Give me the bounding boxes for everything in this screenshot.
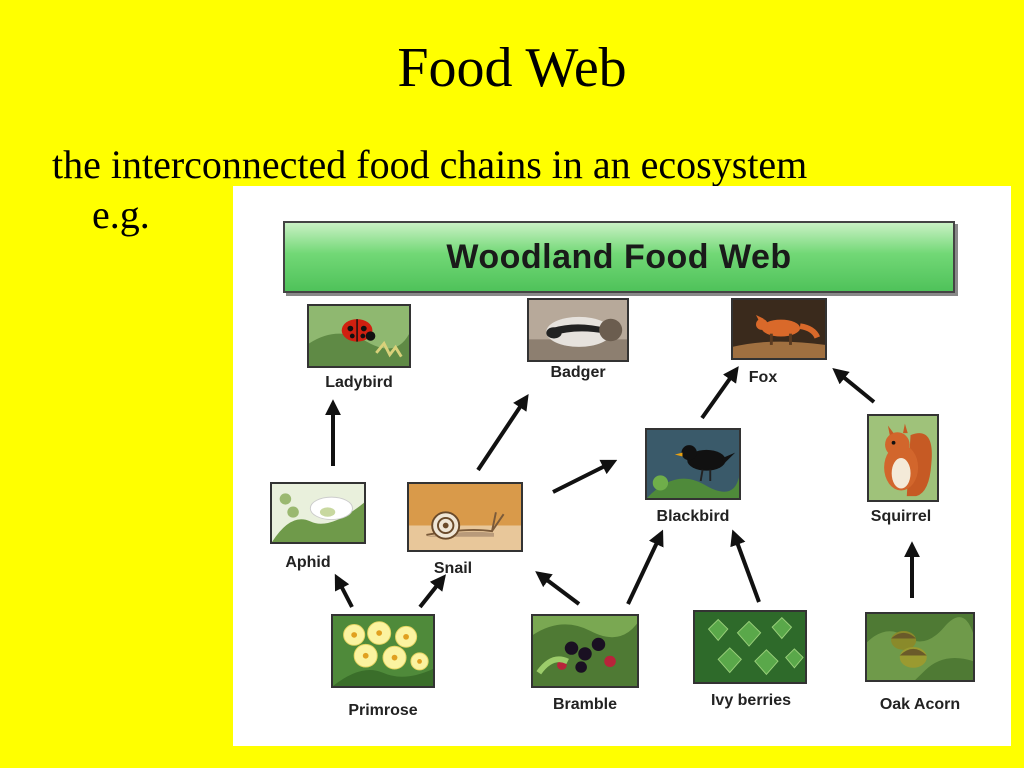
ladybird-image: [307, 304, 411, 368]
squirrel-label: Squirrel: [870, 508, 932, 525]
blackbird-image: [645, 428, 741, 500]
arrow-primrose-to-aphid: [334, 573, 354, 608]
snail-image: [407, 482, 523, 552]
bramble-label: Bramble: [552, 696, 618, 713]
ivy-berries-label: Ivy berries: [710, 692, 792, 709]
definition-text: the interconnected food chains in an eco…: [52, 140, 807, 240]
aphid-label: Aphid: [285, 554, 331, 571]
arrow-ivy-to-blackbird: [730, 529, 761, 603]
definition-line-1: the interconnected food chains in an eco…: [52, 142, 808, 187]
arrow-primrose-to-snail: [418, 574, 446, 609]
ivy-berries-image: [693, 610, 807, 684]
blackbird-label: Blackbird: [656, 508, 730, 525]
fox-label: Fox: [748, 369, 778, 386]
primrose-label: Primrose: [348, 702, 418, 719]
ladybird-label: Ladybird: [325, 374, 393, 391]
badger-image: [527, 298, 629, 362]
oak-acorn-image: [865, 612, 975, 682]
aphid-image: [270, 482, 366, 544]
primrose-image: [331, 614, 435, 688]
arrow-bramble-to-snail: [535, 571, 581, 606]
arrow-bramble-to-blackbird: [626, 529, 664, 605]
slide-title: Food Web: [397, 37, 627, 99]
oak-acorn-label: Oak Acorn: [879, 696, 961, 713]
badger-label: Badger: [550, 364, 606, 381]
bramble-image: [531, 614, 639, 688]
diagram-banner: Woodland Food Web: [283, 221, 955, 293]
definition-line-2: e.g.: [92, 192, 150, 237]
squirrel-image: [867, 414, 939, 502]
arrow-squirrel-to-fox: [832, 367, 876, 404]
arrow-snail-to-badger: [476, 394, 529, 472]
arrow-snail-to-blackbird: [552, 459, 618, 494]
food-web-diagram: Woodland Food Web Ladybird: [233, 186, 1011, 746]
fox-image: [731, 298, 827, 360]
snail-label: Snail: [433, 560, 473, 577]
